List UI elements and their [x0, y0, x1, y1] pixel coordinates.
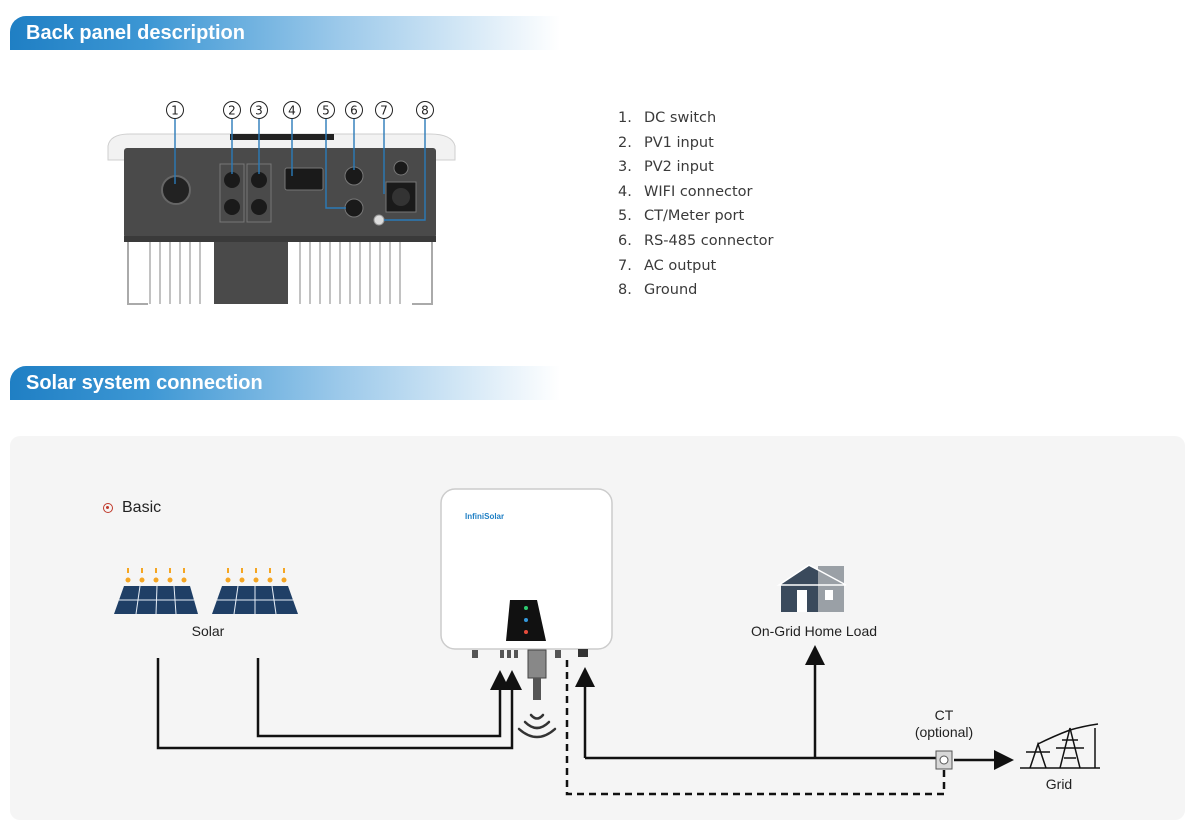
pv-wires	[156, 658, 522, 750]
back-panel-legend: 1.DC switch 2.PV1 input 3.PV2 input 4.WI…	[618, 106, 773, 303]
ac-wires	[575, 645, 1014, 770]
section-title: Back panel description	[26, 22, 245, 44]
grid-tower-icon	[1020, 723, 1100, 769]
home-load-label: On-Grid Home Load	[751, 623, 877, 639]
ct-dashed-wire	[565, 660, 946, 796]
radio-bullet-icon	[103, 503, 113, 513]
section-header-connection: Solar system connection	[10, 366, 560, 400]
section-header-back-panel: Back panel description	[10, 16, 560, 50]
legend-item: 3.PV2 input	[618, 159, 714, 176]
ct-clamp-icon	[935, 750, 953, 770]
solar-panel-icon	[212, 568, 298, 615]
legend-item: 8.Ground	[618, 282, 698, 299]
legend-item: 5.CT/Meter port	[618, 208, 745, 225]
legend-item: 2.PV1 input	[618, 134, 714, 151]
legend-item: 1.DC switch	[618, 110, 717, 126]
wifi-signal-icon	[517, 713, 557, 739]
legend-item: 6.RS-485 connector	[618, 232, 774, 249]
mode-label: Basic	[122, 499, 162, 516]
inverter-icon	[440, 488, 613, 700]
section-title: Solar system connection	[26, 372, 263, 394]
ct-optional-label: (optional)	[915, 724, 973, 740]
grid-label: Grid	[1046, 776, 1072, 792]
brand-logo: InfiniSolar	[465, 512, 504, 521]
solar-panel-icon	[114, 568, 198, 615]
legend-item: 7.AC output	[618, 257, 717, 274]
solar-label: Solar	[192, 623, 225, 639]
ct-label: CT	[935, 707, 954, 723]
house-icon	[776, 564, 847, 612]
legend-item: 4.WIFI connector	[618, 183, 753, 200]
